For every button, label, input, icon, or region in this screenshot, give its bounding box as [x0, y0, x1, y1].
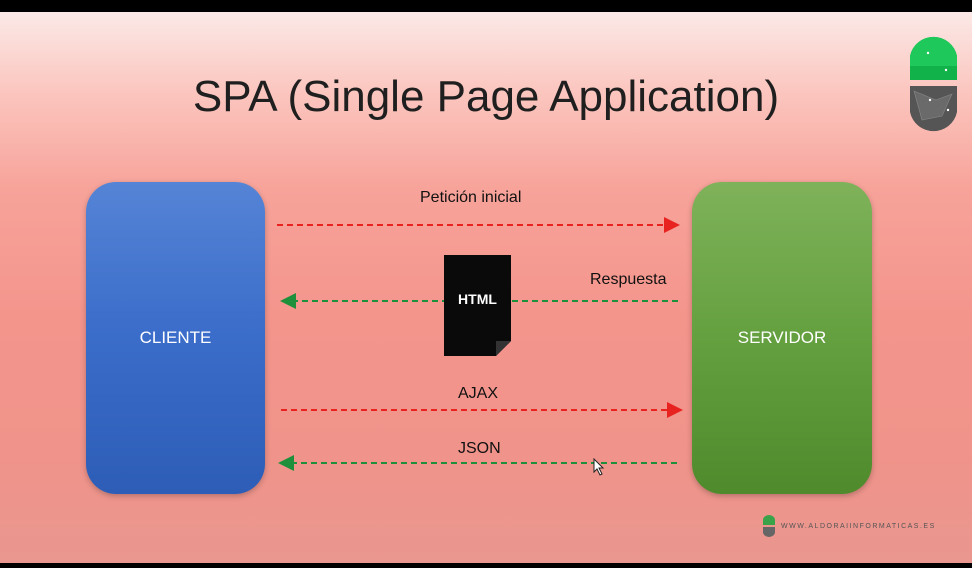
cursor-icon — [593, 458, 605, 476]
logo-icon — [910, 36, 957, 132]
label-peticion-inicial: Petición inicial — [420, 189, 522, 206]
document-icon — [444, 255, 511, 356]
slide: SPA (Single Page Application) CLIENTE SE… — [0, 12, 972, 563]
client-box: CLIENTE — [86, 182, 265, 494]
label-json: JSON — [458, 440, 501, 457]
label-ajax: AJAX — [458, 385, 499, 402]
client-label: CLIENTE — [139, 328, 212, 347]
watermark-text: WWW.ALDORAIINFORMATICAS.ES — [781, 522, 936, 530]
server-label: SERVIDOR — [737, 328, 827, 347]
slide-title: SPA (Single Page Application) — [192, 72, 780, 121]
server-box: SERVIDOR — [692, 182, 872, 494]
label-respuesta: Respuesta — [590, 271, 667, 288]
watermark-logo-icon — [763, 515, 775, 537]
document-label: HTML — [458, 291, 497, 307]
arrows-layer — [277, 217, 683, 471]
watermark: WWW.ALDORAIINFORMATICAS.ES — [763, 515, 936, 537]
